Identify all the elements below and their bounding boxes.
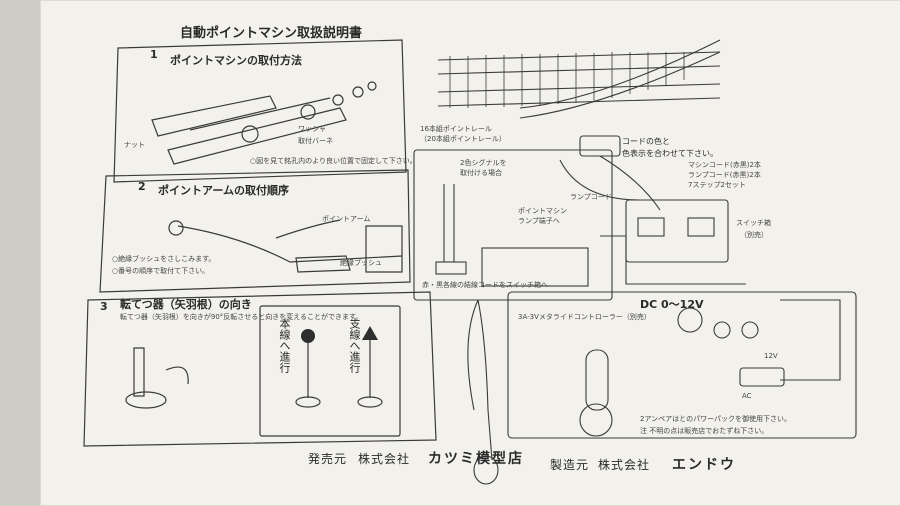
signal-frame — [413, 149, 613, 301]
footer-maker-type: 株式会社 — [598, 458, 651, 472]
footer-seller-label: 発売元 — [308, 452, 348, 466]
controller-frame — [507, 291, 857, 439]
instruction-sheet: 自動ポイントマシン取扱説明書 1 ポイントマシンの取付方法 ワッシャ 取付バーネ… — [40, 0, 900, 506]
signal-lamp-label-2: ランプ端子へ — [518, 217, 560, 225]
section3-branch-line: 支線へ進行 — [348, 318, 361, 373]
section2-note1: ○絶縁ブッシュをさしこみます。 — [112, 255, 216, 263]
rail-label-1: 16本組ポイントレール — [420, 125, 492, 133]
footer-maker-name: エンドウ — [672, 457, 736, 473]
rail-track-1 — [151, 95, 277, 137]
section3-note: 転てつ器（矢羽根）を向きが90°反転させると向きを変えることができます。 — [120, 313, 363, 321]
section2-number: 2 — [138, 180, 146, 193]
section1-number: 1 — [150, 48, 158, 61]
point-arm-drawing — [177, 225, 403, 263]
point-machine-body — [167, 107, 347, 165]
legend-1: マシンコード(赤黒)2本 — [688, 161, 761, 169]
switch-box-sub: （別売） — [740, 231, 768, 239]
note-amp: 2アンペアはとのパワーパックを御使用下さい。 — [640, 415, 792, 423]
section3-main-line: 本線へ進行 — [278, 318, 291, 373]
section3-heading: 転てつ器（矢羽根）の向き — [120, 298, 252, 311]
cord-note-1: コードの色と — [622, 137, 670, 146]
ac-label: AC — [742, 392, 752, 400]
section2-note2: ○番号の順序で取付て下さい。 — [112, 267, 210, 275]
switch-box-drawing — [625, 199, 729, 263]
cord-note-2: 色表示を合わせて下さい。 — [622, 149, 718, 158]
legend-3: 7ステップ2セット — [688, 181, 746, 189]
controller-label: 3A-3Vメタライドコントローラー（別売） — [518, 313, 651, 321]
section1-label-nut: ナット — [124, 141, 145, 149]
note-amp-2: 注 不明の点は販売店でおたずね下さい。 — [640, 427, 769, 435]
footer-seller-type: 株式会社 — [358, 452, 411, 466]
legend-2: ランプコード(赤黒)2本 — [688, 171, 761, 179]
section2-label-bushing: 絶縁ブッシュ — [340, 259, 382, 267]
signal-note-1: 2色シグナルを — [460, 159, 507, 167]
section1-note: ○図を見て銘孔内のより良い位置で固定して下さい。 — [250, 157, 417, 165]
section1-heading: ポイントマシンの取付方法 — [170, 54, 302, 67]
rail-label-2: （20本組ポイントレール） — [420, 135, 506, 143]
section1-label-washer: ワッシャ — [298, 125, 326, 133]
cord-to-switch-label: 赤・黒各線の結線コードをスイッチ箱へ — [422, 281, 548, 289]
signal-lamp-label-1: ポイントマシン — [518, 207, 567, 215]
lamp-cord-label: ランプコード — [570, 193, 612, 201]
footer-maker-label: 製造元 — [550, 458, 590, 472]
section1-frame — [113, 39, 407, 183]
section2-label-arm: ポイントアーム — [322, 215, 371, 223]
section3-frame — [83, 291, 437, 447]
section2-heading: ポイントアームの取付順序 — [158, 184, 290, 197]
signal-note-2: 取付ける場合 — [460, 169, 502, 177]
v12-label: 12V — [764, 352, 778, 360]
footer-seller-name: カツミ模型店 — [428, 451, 524, 467]
section3-number: 3 — [100, 300, 108, 313]
dc-label: DC 0〜12V — [640, 298, 704, 311]
document-title: 自動ポイントマシン取扱説明書 — [180, 26, 363, 41]
switch-box-label: スイッチ箱 — [736, 219, 771, 227]
diagram-artwork — [83, 39, 857, 485]
section2-frame — [99, 169, 411, 293]
section1-label-arm: 取付バーネ — [298, 137, 333, 145]
